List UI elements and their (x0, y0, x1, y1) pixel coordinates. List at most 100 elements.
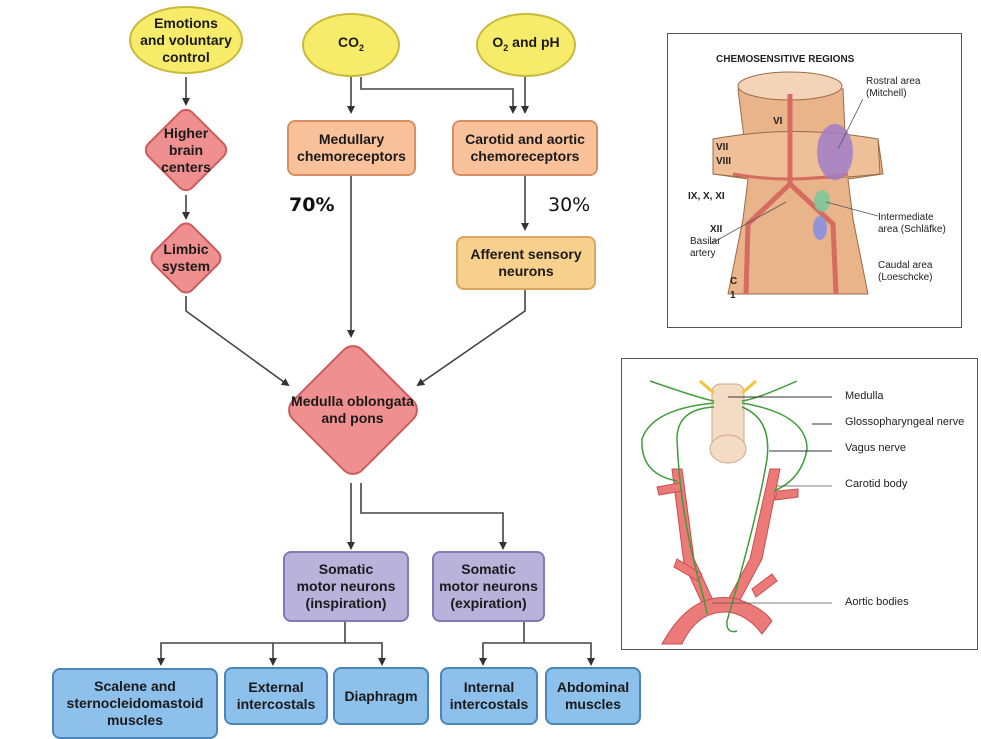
medulla-root-left (699, 379, 715, 395)
internal-line-1: Internal (463, 679, 515, 695)
external-intercostals-box: External intercostals (224, 667, 328, 725)
basilar-artery (743, 94, 839, 295)
cn-vii-label: VII (716, 142, 729, 153)
c1-one-label: 1 (730, 290, 736, 301)
ph-text: and pH (508, 33, 560, 50)
arrow-limbic-to-medulla (185, 296, 290, 387)
chemosensitive-title: CHEMOSENSITIVE REGIONS (716, 54, 855, 65)
exp-line-3: (expiration) (450, 595, 527, 611)
insp-line-1: Somatic (318, 561, 374, 577)
medulla-label: Medulla (845, 390, 884, 402)
medulla-oblongata-pons-diamond: Medulla oblongata and pons (280, 336, 425, 484)
o2-ph-label: O2 and pH (492, 34, 559, 57)
scalene-sternocleidomastoid-box: Scalene and sternocleidomastoid muscles (52, 668, 218, 739)
o2-subscript: 2 (503, 42, 509, 53)
basilar-line-1: Basilar (690, 236, 721, 247)
scalene-line-2: sternocleidomastoid (66, 695, 204, 711)
afferent-line-1: Afferent sensory (470, 246, 582, 262)
co2-label: CO2 (338, 34, 364, 57)
diaphragm-box: Diaphragm (333, 667, 429, 725)
left-subclavian (673, 558, 703, 582)
rostral-line-1: Rostral area (866, 76, 921, 87)
intermediate-leader (825, 201, 879, 217)
emotions-line-2: and voluntary (140, 31, 232, 48)
cn-ix-x-xi-label: IX, X, XI (688, 191, 725, 202)
medulla-line-1: Medulla oblongata (291, 393, 414, 409)
intermediate-line-1: Intermediate (878, 212, 934, 223)
carotid-line-1: Carotid and aortic (465, 131, 585, 147)
exp-line-2: motor neurons (439, 578, 538, 594)
peripheral-percent: 30% (548, 194, 591, 216)
brainstem-illustration (709, 71, 884, 295)
intermediate-area (814, 190, 830, 212)
higher-line-2: brain (168, 141, 204, 158)
medulla-line-2: and pons (321, 410, 384, 426)
higher-brain-centers-diamond: Higher brain centers (136, 104, 236, 196)
medulla-cross-section (709, 434, 747, 464)
o2-ph-oval: O2 and pH (476, 13, 576, 77)
arrow-insp-to-scalene (157, 642, 345, 666)
insp-line-2: motor neurons (296, 578, 396, 594)
right-subclavian (751, 573, 778, 598)
right-carotid-branch (774, 488, 799, 501)
afferent-line-2: neurons (498, 263, 554, 279)
rostral-line-2: (Mitchell) (866, 88, 907, 99)
chemosensitive-regions-panel: CHEMOSENSITIVE REGIONS Rostral area (Mit… (667, 33, 962, 328)
external-line-2: intercostals (236, 696, 316, 712)
co2-subscript: 2 (358, 42, 364, 53)
glossopharyngeal-label: Glossopharyngeal nerve (845, 416, 965, 428)
intermediate-line-2: area (Schläfke) (878, 224, 946, 235)
emotions-oval: Emotions and voluntary control (129, 6, 243, 74)
medullary-chemoreceptors-box: Medullary chemoreceptors (287, 120, 416, 176)
caudal-line-2: (Loeschcke) (878, 272, 933, 283)
arrow-insp-to-diaphragm (345, 642, 386, 666)
arrow-afferent-to-medulla (416, 290, 526, 387)
medullary-line-1: Medullary (318, 131, 385, 147)
c1-c-label: C (730, 276, 738, 287)
co2-oval: CO2 (302, 13, 400, 77)
internal-intercostals-box: Internal intercostals (440, 667, 538, 725)
emotions-line-3: control (162, 48, 210, 65)
co2-text: CO (337, 33, 359, 50)
rostral-leader (837, 98, 864, 150)
medullary-line-2: chemoreceptors (297, 148, 406, 164)
glossopharyngeal-nerve-left (641, 380, 715, 482)
intermediate-area-label: Intermediate area (Schläfke) (878, 212, 946, 236)
glossopharyngeal-nerve-right (741, 380, 808, 492)
emotions-line-1: Emotions (154, 14, 218, 31)
somatic-motor-inspiration-box: Somatic motor neurons (inspiration) (283, 551, 409, 622)
pons (712, 131, 881, 180)
internal-line-2: intercostals (449, 696, 529, 712)
afferent-sensory-neurons-box: Afferent sensory neurons (456, 236, 596, 290)
higher-line-1: Higher (163, 124, 209, 141)
insp-line-3: (inspiration) (305, 595, 387, 611)
caudal-line-1: Caudal area (878, 260, 933, 271)
cn-xii-label: XII (710, 224, 723, 235)
arrow-medulla-to-exp (360, 483, 507, 550)
carotid-aortic-bodies-panel: Medulla Glossopharyngeal nerve Vagus ner… (621, 358, 978, 650)
diaphragm-line-1: Diaphragm (344, 687, 418, 704)
vagus-label: Vagus nerve (845, 442, 906, 454)
basilar-artery-label: Basilar artery (690, 236, 721, 260)
caudal-area-label: Caudal area (Loeschcke) (878, 260, 932, 284)
limbic-system-diamond: Limbic system (141, 218, 231, 298)
cn-viii-label: VIII (716, 156, 732, 167)
rostral-area-label: Rostral area (Mitchell) (866, 76, 920, 100)
carotid-aortic-illustration (641, 379, 832, 645)
higher-line-3: centers (161, 158, 211, 175)
arrow-exp-to-abdominal (524, 642, 595, 666)
medulla-illustration (699, 379, 757, 464)
scalene-line-3: muscles (106, 712, 164, 728)
limbic-line-2: system (161, 258, 211, 274)
external-line-1: External (248, 679, 304, 695)
medullary-percent: 70% (289, 194, 335, 216)
aortic-arch (661, 597, 773, 645)
somatic-motor-expiration-box: Somatic motor neurons (expiration) (432, 551, 545, 622)
cn-vi-label: VI (773, 116, 783, 127)
vagus-nerve-left (676, 406, 715, 615)
abdominal-line-2: muscles (564, 696, 622, 712)
carotid-aortic-chemoreceptors-box: Carotid and aortic chemoreceptors (452, 120, 598, 176)
abdominal-muscles-box: Abdominal muscles (545, 667, 641, 725)
basilar-line-2: artery (690, 248, 716, 259)
